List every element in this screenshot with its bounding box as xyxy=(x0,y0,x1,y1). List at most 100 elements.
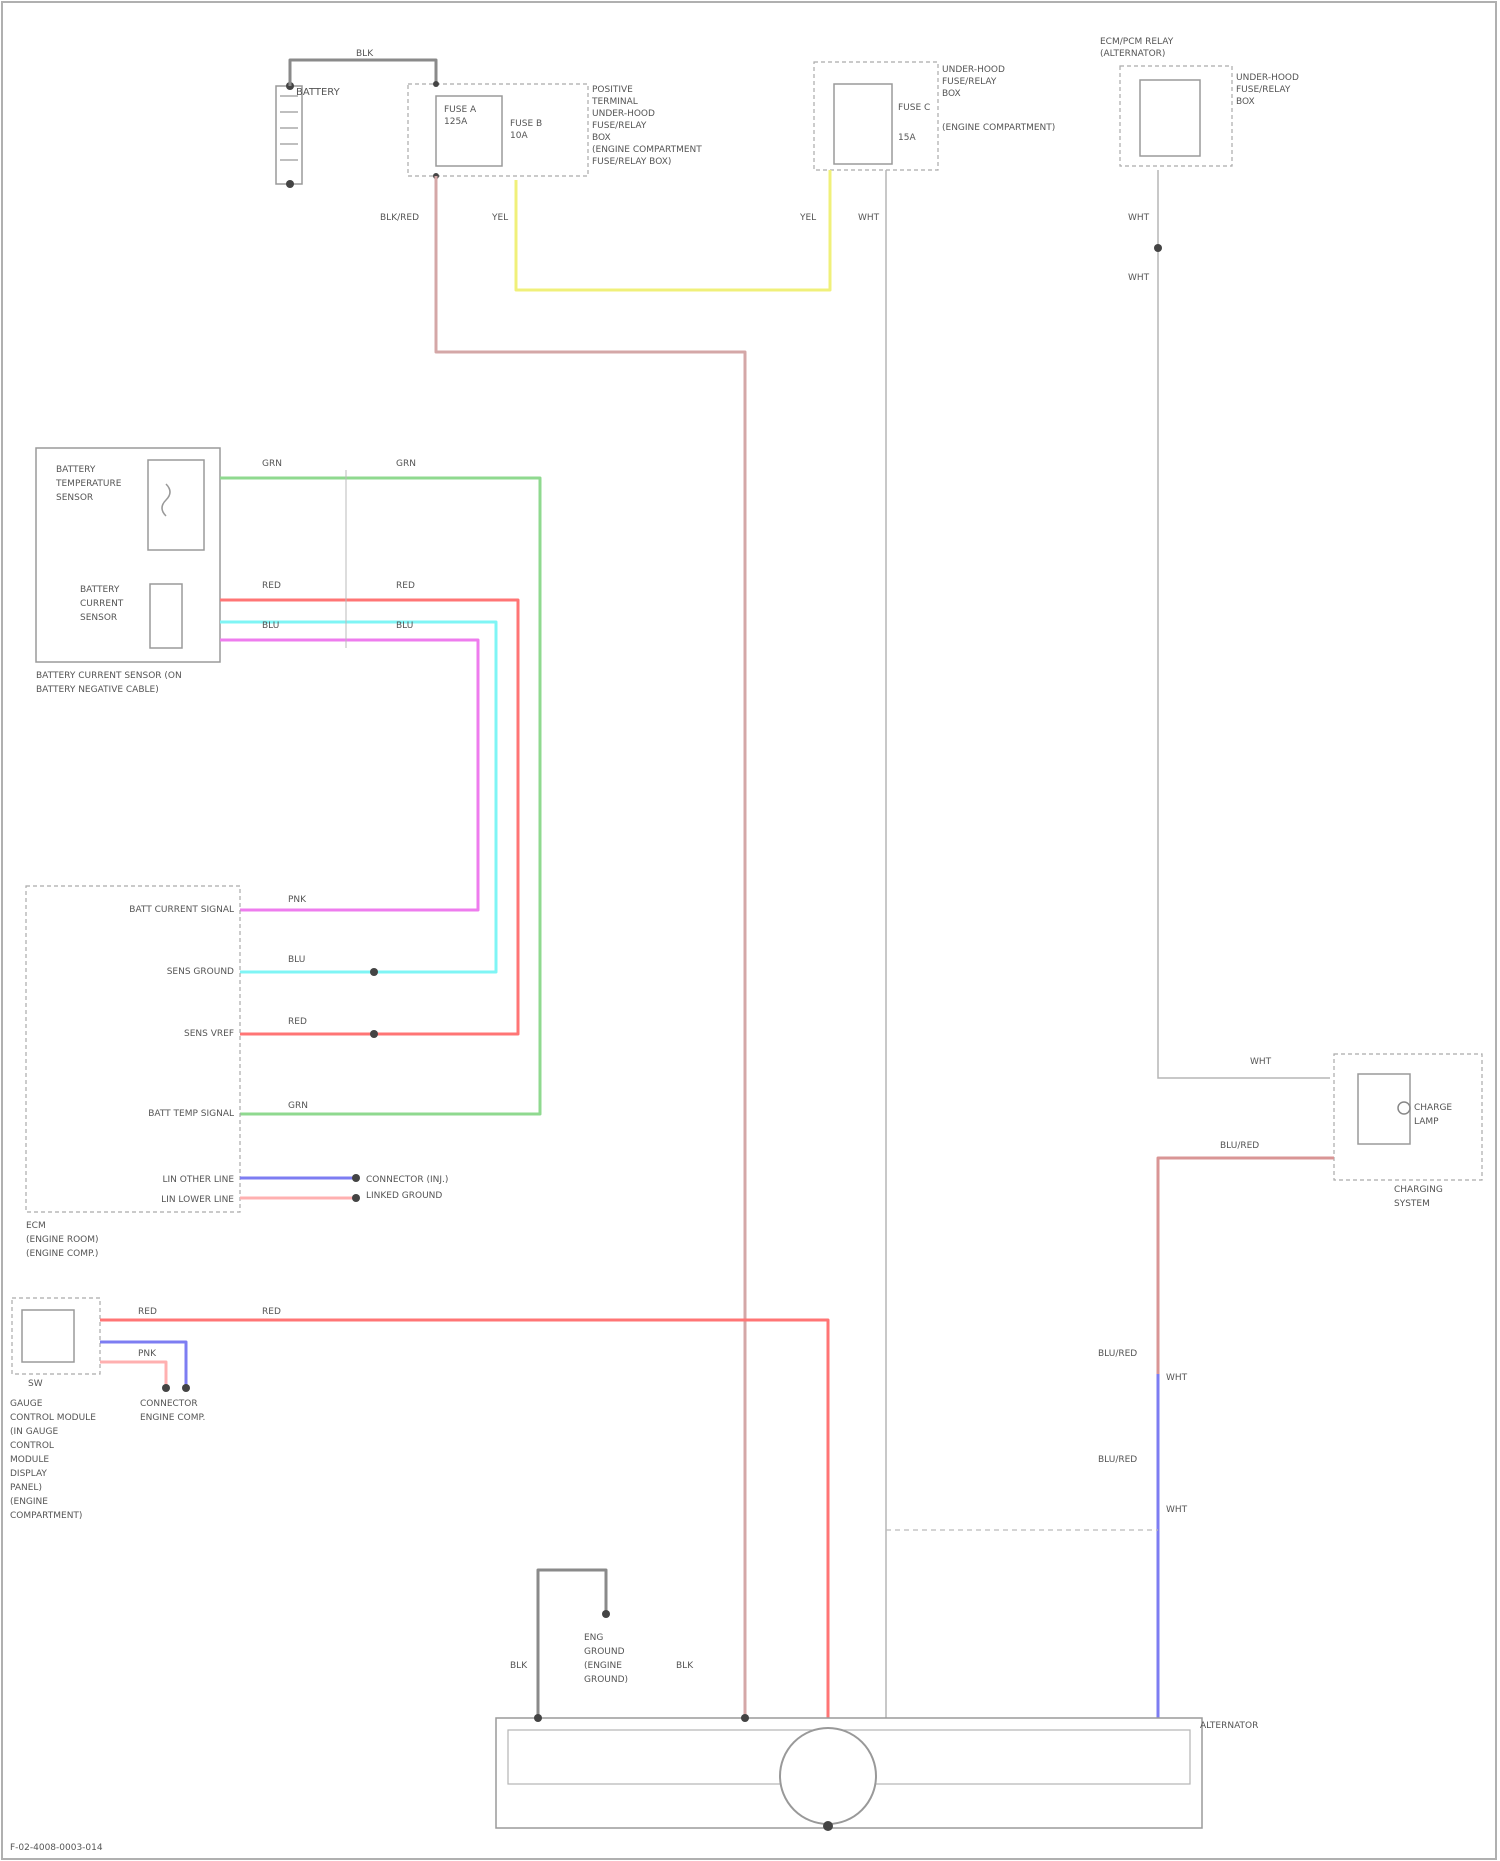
gauge-inner-label: SW xyxy=(28,1379,43,1389)
pcm-box: BATT CURRENT SIGNAL SENS GROUND SENS VRE… xyxy=(26,886,240,1259)
splice-label-1: LINKED GROUND xyxy=(366,1191,442,1201)
gauge-control-module: SW GAUGE CONTROL MODULE (IN GAUGE CONTRO… xyxy=(10,1298,205,1521)
pcm-caption-1: (ENGINE ROOM) xyxy=(26,1235,99,1245)
gauge-caption-4: MODULE xyxy=(10,1455,49,1465)
wire-label-wht-4: WHT xyxy=(1250,1057,1272,1067)
diagram-footer: F-02-4008-0003-014 xyxy=(10,1843,103,1853)
gauge-caption-3: CONTROL xyxy=(10,1441,54,1451)
charge-lamp: CHARGE LAMP CHARGING SYSTEM xyxy=(1334,1054,1482,1209)
temp-sensor-line-1: TEMPERATURE xyxy=(55,479,122,489)
current-sensor-line-2: SENSOR xyxy=(80,613,117,623)
fuse-a-label: FUSE A xyxy=(444,105,477,115)
underhood-line-0: UNDER-HOOD xyxy=(592,109,655,119)
wire-label-red-3: RED xyxy=(288,1017,307,1027)
ecm-relay-right-2: BOX xyxy=(1236,97,1255,107)
current-sensor-line-1: CURRENT xyxy=(80,599,124,609)
wire-gauge-pink xyxy=(100,1362,166,1388)
ecm-relay-box: ECM/PCM RELAY (ALTERNATOR) UNDER-HOOD FU… xyxy=(1100,37,1299,166)
pcm-pin-4: LIN OTHER LINE xyxy=(163,1175,235,1185)
gauge-caption-2: (IN GAUGE xyxy=(10,1427,58,1437)
fuse-c-label: FUSE C xyxy=(898,103,930,113)
ground-note-line-0: ENG xyxy=(584,1633,603,1643)
alternator-label: ALTERNATOR xyxy=(1200,1721,1258,1731)
wire-label-blured-2: BLU/RED xyxy=(1098,1349,1137,1359)
wire-charge-signal xyxy=(1158,1158,1334,1374)
wire-label-blured-3: BLU/RED xyxy=(1098,1455,1137,1465)
battery-label: BATTERY xyxy=(296,87,341,98)
pcm-pin-2: SENS VREF xyxy=(184,1029,234,1039)
fuse-c-sub: 15A xyxy=(898,133,916,143)
battery-cable xyxy=(290,60,436,86)
wire-label-red-4: RED xyxy=(138,1307,157,1317)
sensor-caption-0: BATTERY CURRENT SENSOR (ON xyxy=(36,671,182,681)
gauge-caption-1: CONTROL MODULE xyxy=(10,1413,96,1423)
pcm-pin-0: BATT CURRENT SIGNAL xyxy=(129,905,234,915)
pos-term-line-0: POSITIVE xyxy=(592,85,633,95)
ecm-relay-line-0: ECM/PCM RELAY xyxy=(1100,37,1174,47)
wire-label-wht-5: WHT xyxy=(1166,1373,1188,1383)
wire-sens-vref-red xyxy=(220,600,518,1034)
ecm-relay-line-1: (ALTERNATOR) xyxy=(1100,49,1165,59)
ground-note: ENG GROUND (ENGINE GROUND) xyxy=(584,1633,628,1685)
underhood-fuse-box-middle: FUSE C 15A UNDER-HOOD FUSE/RELAY BOX (EN… xyxy=(814,62,1055,170)
pcm-caption-0: ECM xyxy=(26,1221,46,1231)
ground-note-line-1: GROUND xyxy=(584,1647,625,1657)
wire-gauge-red xyxy=(100,1320,828,1718)
pcm-pin-3: BATT TEMP SIGNAL xyxy=(148,1109,234,1119)
mid-fuse-line-3: (ENGINE COMPARTMENT) xyxy=(942,123,1055,133)
wire-label-blk-3: BLK xyxy=(676,1661,694,1671)
wire-label-blk-top: BLK xyxy=(356,49,374,59)
charge-lamp-caption-0: CHARGING xyxy=(1394,1185,1443,1195)
temp-sensor-line-0: BATTERY xyxy=(56,465,96,475)
wire-label-blkred: BLK/RED xyxy=(380,213,419,223)
wire-label-grn-2: GRN xyxy=(396,459,416,469)
pos-term-line-1: TERMINAL xyxy=(591,97,638,107)
charge-lamp-line-0: CHARGE xyxy=(1414,1103,1452,1113)
fuse-a-sub: 125A xyxy=(444,117,468,127)
sensor-caption-1: BATTERY NEGATIVE CABLE) xyxy=(36,685,159,695)
wire-ignition xyxy=(516,170,830,290)
pos-term-line-2: (ENGINE COMPARTMENT xyxy=(592,145,702,155)
wire-batt-current-magenta xyxy=(220,640,478,910)
fuse-b-sub: 10A xyxy=(510,131,528,141)
ground-note-line-3: GROUND) xyxy=(584,1675,628,1685)
wire-label-red-5: RED xyxy=(262,1307,281,1317)
mid-fuse-line-0: UNDER-HOOD xyxy=(942,65,1005,75)
ground-note-line-2: (ENGINE xyxy=(584,1661,622,1671)
wire-label-wht-2: WHT xyxy=(1128,213,1150,223)
gauge-caption-0: GAUGE xyxy=(10,1399,43,1409)
wire-label-yel-2: YEL xyxy=(799,213,816,223)
alternator: ALTERNATOR xyxy=(496,1714,1258,1831)
wire-white-right xyxy=(1158,170,1330,1078)
mid-fuse-line-1: FUSE/RELAY xyxy=(942,77,997,87)
wire-label-pnk-2: PNK xyxy=(138,1349,157,1359)
gauge-caption-6: PANEL) xyxy=(10,1483,42,1493)
current-sensor-line-0: BATTERY xyxy=(80,585,120,595)
battery: BATTERY xyxy=(276,82,341,188)
fuse-b-label: FUSE B xyxy=(510,119,542,129)
charge-lamp-caption-1: SYSTEM xyxy=(1394,1199,1430,1209)
underhood-line-1: FUSE/RELAY xyxy=(592,121,647,131)
temp-sensor-line-2: SENSOR xyxy=(56,493,93,503)
pos-term-line-3: FUSE/RELAY BOX) xyxy=(592,157,671,167)
wire-label-blk-2: BLK xyxy=(510,1661,528,1671)
wire-ground xyxy=(538,1570,606,1718)
ecm-relay-right-1: FUSE/RELAY xyxy=(1236,85,1291,95)
wire-label-red-1: RED xyxy=(262,581,281,591)
wire-label-grn-1: GRN xyxy=(262,459,282,469)
gauge-connector-0: CONNECTOR xyxy=(140,1399,198,1409)
gauge-caption-8: COMPARTMENT) xyxy=(10,1511,82,1521)
wire-label-wht-1: WHT xyxy=(858,213,880,223)
wire-label-blu-2: BLU xyxy=(396,621,413,631)
mid-fuse-line-2: BOX xyxy=(942,89,961,99)
wire-label-grn-3: GRN xyxy=(288,1101,308,1111)
pcm-caption-2: (ENGINE COMP.) xyxy=(26,1249,98,1259)
wire-fuse-out xyxy=(436,176,745,1718)
wire-label-yel-1: YEL xyxy=(491,213,508,223)
wire-label-blured-1: BLU/RED xyxy=(1220,1141,1259,1151)
gauge-caption-7: (ENGINE xyxy=(10,1497,48,1507)
wire-label-wht-6: WHT xyxy=(1166,1505,1188,1515)
gauge-connector-1: ENGINE COMP. xyxy=(140,1413,205,1423)
